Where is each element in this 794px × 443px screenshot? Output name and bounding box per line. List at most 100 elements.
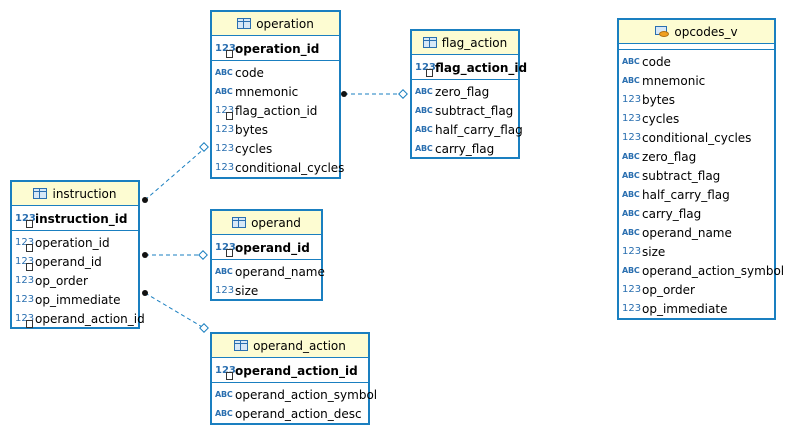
- table-header[interactable]: operand: [212, 211, 321, 235]
- table-header[interactable]: opcodes_v: [619, 20, 774, 44]
- key-number-type-icon: 123: [215, 242, 236, 257]
- link-end-diamond: [198, 250, 208, 260]
- key-number-type-icon: 123: [215, 105, 235, 120]
- table-header[interactable]: instruction: [12, 182, 138, 206]
- text-type-icon: ABC: [622, 266, 640, 275]
- key-number-type-icon: 123: [215, 43, 236, 58]
- number-type-icon: 123: [622, 113, 642, 124]
- table-name: flag_action: [441, 35, 508, 50]
- text-type-icon: ABC: [215, 68, 233, 77]
- text-type-icon: ABC: [622, 190, 640, 199]
- key-number-type-icon: 123: [15, 256, 35, 271]
- column-name: carry_flag: [435, 141, 495, 156]
- table-name: operand: [251, 215, 301, 230]
- column-name: operation_id: [235, 41, 320, 56]
- text-type-icon: ABC: [215, 390, 233, 399]
- column-name: operand_id: [35, 254, 102, 269]
- column-name: op_order: [642, 282, 695, 297]
- table-header[interactable]: flag_action: [412, 31, 518, 55]
- column-name: subtract_flag: [435, 103, 514, 118]
- text-type-icon: ABC: [622, 209, 640, 218]
- text-type-icon: ABC: [415, 106, 433, 115]
- link-end-dot: [341, 91, 347, 97]
- view-icon: [655, 25, 670, 38]
- column-name: operation_id: [35, 235, 110, 250]
- key-number-type-icon: 123: [15, 237, 35, 252]
- number-type-icon: 123: [622, 132, 642, 143]
- text-type-icon: ABC: [415, 87, 433, 96]
- link-end-diamond: [398, 89, 408, 99]
- column-name: op_immediate: [35, 292, 121, 307]
- column-name: op_immediate: [642, 301, 728, 316]
- column-name: zero_flag: [642, 149, 697, 164]
- table-header[interactable]: operand_action: [212, 334, 368, 358]
- text-type-icon: ABC: [622, 171, 640, 180]
- link-end-dot: [142, 290, 148, 296]
- number-type-icon: 123: [215, 285, 235, 296]
- column-name: mnemonic: [235, 84, 299, 99]
- table-header[interactable]: operation: [212, 12, 339, 36]
- text-type-icon: ABC: [215, 267, 233, 276]
- link-end-dot: [142, 252, 148, 258]
- column-name: zero_flag: [435, 84, 490, 99]
- column-name: mnemonic: [642, 73, 706, 88]
- link-end-dot: [142, 197, 148, 203]
- text-type-icon: ABC: [622, 152, 640, 161]
- column-name: conditional_cycles: [235, 160, 345, 175]
- number-type-icon: 123: [622, 246, 642, 257]
- column-name: half_carry_flag: [435, 122, 523, 137]
- column-name: operand_name: [235, 264, 325, 279]
- key-number-type-icon: 123: [15, 313, 35, 328]
